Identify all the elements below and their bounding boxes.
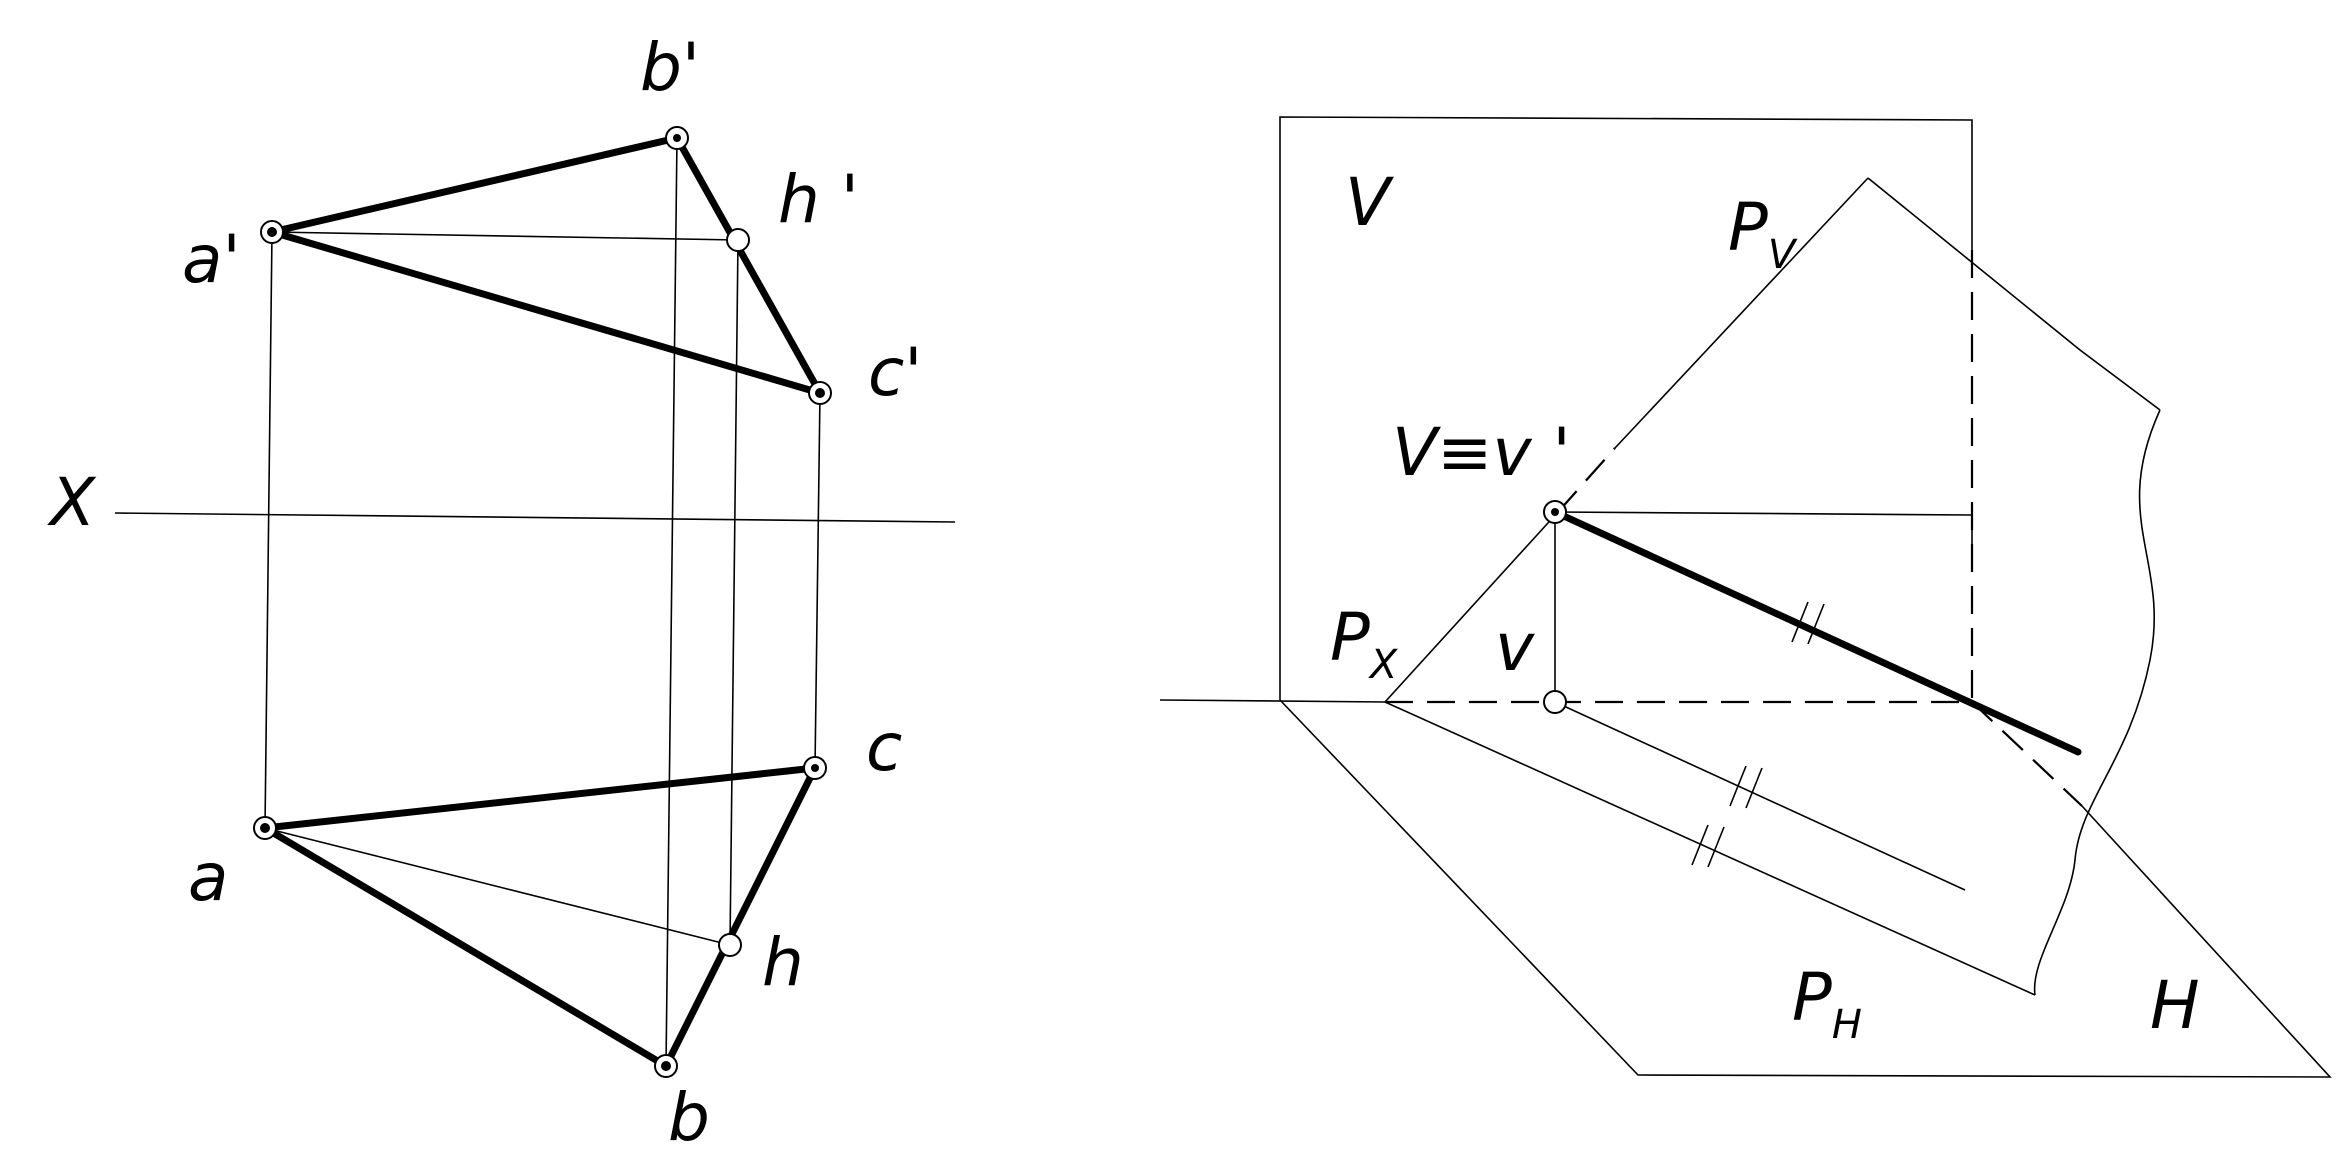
label-trace-px: PX xyxy=(1330,599,1399,688)
label-a-prime: a' xyxy=(182,221,241,298)
point-marker-b-prime xyxy=(665,126,689,150)
plane-p-break-line xyxy=(2033,409,2161,996)
trace-ph xyxy=(1384,701,2036,996)
trace-pv-hidden xyxy=(1557,447,1616,513)
right-pictorial-view: V PV V≡v ' PX v PH H xyxy=(1159,116,2332,1078)
edge-a-prime-b-prime xyxy=(268,134,681,236)
horizontal-line-top-projection xyxy=(1554,701,1966,891)
ground-line-left xyxy=(1159,699,1386,703)
point-marker-c-prime xyxy=(808,381,832,405)
linkage-line-a xyxy=(264,231,273,829)
left-projection-view: X b' h ' a' c' c a h b xyxy=(47,29,956,1156)
point-marker-a-prime xyxy=(260,220,284,244)
plane-v-frame xyxy=(1279,116,1973,700)
plane-p-upper-edge xyxy=(1867,177,2161,411)
label-trace-ph: PH xyxy=(1792,959,1862,1048)
label-h-prime: h ' xyxy=(778,161,859,238)
linkage-line-b xyxy=(665,137,678,1067)
label-plane-v: V xyxy=(1345,164,1394,241)
parallel-mark-1a xyxy=(1791,601,1809,643)
linkage-line-c xyxy=(814,392,821,769)
label-h: h xyxy=(762,924,804,1001)
trace-pv-upper xyxy=(1614,177,1869,449)
point-marker-h-prime xyxy=(726,228,750,252)
parallel-mark-3b xyxy=(1707,826,1725,868)
point-marker-v xyxy=(1543,690,1567,714)
point-marker-a xyxy=(253,816,277,840)
horizontal-line-in-plane xyxy=(1551,508,2082,756)
label-c: c xyxy=(866,709,902,786)
label-b-prime: b' xyxy=(640,29,700,106)
horizontal-line-a-prime-h-prime xyxy=(271,231,739,241)
label-trace-pv: PV xyxy=(1728,189,1798,278)
x-axis-line xyxy=(114,512,956,523)
point-marker-c xyxy=(803,756,827,780)
edge-b-prime-c-prime xyxy=(673,134,824,397)
trace-pv-lower xyxy=(1384,511,1559,703)
parallel-mark-2a xyxy=(1729,765,1747,807)
point-marker-h xyxy=(718,933,742,957)
label-point-v: v xyxy=(1495,609,1535,686)
horizontal-line-front-helper xyxy=(1554,511,1973,560)
edge-a-b xyxy=(261,824,670,1070)
x-axis-label: X xyxy=(47,464,97,541)
parallel-mark-2b xyxy=(1745,767,1763,809)
edge-a-c xyxy=(261,764,819,832)
point-marker-b xyxy=(654,1054,678,1078)
label-plane-h: H xyxy=(2150,967,2200,1044)
label-b: b xyxy=(668,1079,710,1156)
edge-b-c xyxy=(662,764,819,1070)
plane-h-frame xyxy=(1279,699,2332,1078)
point-marker-v-prime xyxy=(1543,500,1567,524)
horizontal-line-a-h xyxy=(264,827,731,946)
parallel-mark-1b xyxy=(1807,603,1825,645)
label-v-coincide-v-prime: V≡v ' xyxy=(1392,414,1571,491)
plane-h-hidden-edge xyxy=(1971,701,2083,807)
linkage-line-h xyxy=(729,239,739,946)
label-c-prime: c' xyxy=(868,334,922,411)
label-a: a xyxy=(188,839,228,916)
edge-a-prime-c-prime xyxy=(268,228,824,397)
parallel-mark-3a xyxy=(1691,824,1709,866)
